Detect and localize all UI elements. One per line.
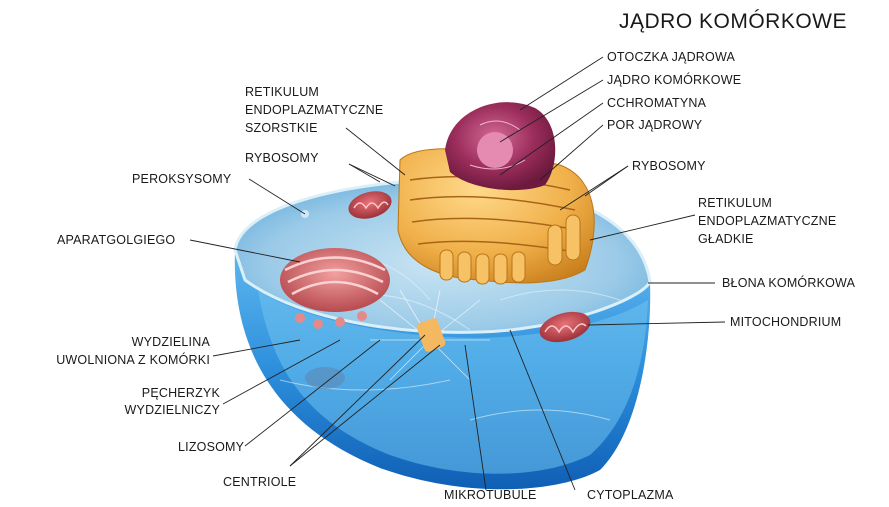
label-secretion-2: UWOLNIONA Z KOMÓRKI — [10, 353, 210, 368]
label-lysosomes: LIZOSOMY — [178, 440, 244, 455]
label-rough-er-2: ENDOPLAZMATYCZNE — [245, 103, 383, 118]
label-secretion-1: WYDZIELINA — [20, 335, 210, 350]
label-nuclear-envelope: OTOCZKA JĄDROWA — [607, 50, 735, 65]
label-chromatin: CCHROMATYNA — [607, 96, 706, 111]
label-microtubules: MIKROTUBULE — [444, 488, 537, 503]
label-mitochondrion: MITOCHONDRIUM — [730, 315, 841, 330]
label-centrioles: CENTRIOLE — [223, 475, 296, 490]
label-smooth-er-3: GŁADKIE — [698, 232, 754, 247]
label-cell-membrane: BŁONA KOMÓRKOWA — [722, 276, 855, 291]
label-golgi: APARATGOLGIEGO — [57, 233, 175, 248]
label-nucleus: JĄDRO KOMÓRKOWE — [607, 73, 741, 88]
label-ribosomes-left: RYBOSOMY — [245, 151, 319, 166]
mitochondrion-lower — [305, 367, 345, 389]
label-vesicle-1: PĘCHERZYK — [40, 386, 220, 401]
label-nuclear-pore: POR JĄDROWY — [607, 118, 702, 133]
label-smooth-er-1: RETIKULUM — [698, 196, 772, 211]
diagram-title: JĄDRO KOMÓRKOWE — [619, 10, 847, 34]
label-vesicle-2: WYDZIELNICZY — [40, 403, 220, 418]
label-cytoplasm: CYTOPLAZMA — [587, 488, 674, 503]
label-rough-er-3: SZORSTKIE — [245, 121, 318, 136]
label-smooth-er-2: ENDOPLAZMATYCZNE — [698, 214, 836, 229]
label-rough-er-1: RETIKULUM — [245, 85, 319, 100]
nucleus — [445, 102, 555, 190]
label-peroxisomes: PEROKSYSOMY — [132, 172, 231, 187]
label-ribosomes-right: RYBOSOMY — [632, 159, 706, 174]
